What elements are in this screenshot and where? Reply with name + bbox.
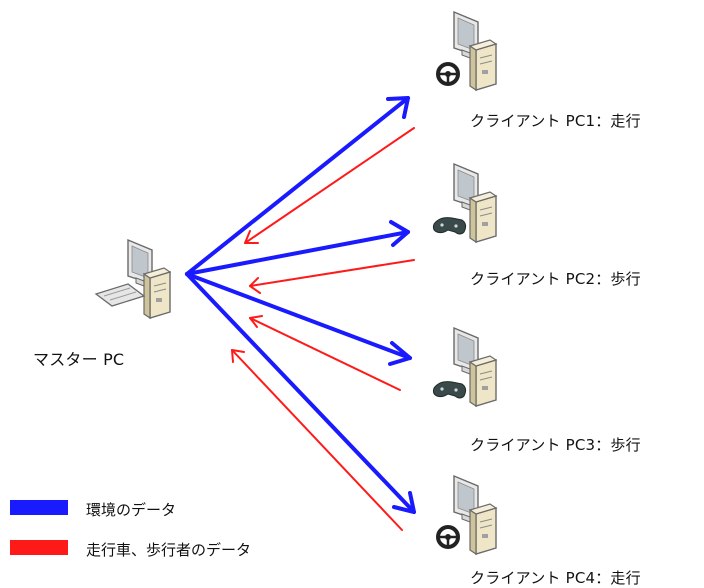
data-arrow-from-pc1 bbox=[244, 127, 415, 244]
environment-arrow-to-pc2 bbox=[185, 220, 410, 276]
gamepad-icon bbox=[432, 381, 467, 399]
legend-label-vehicle-pedestrian: 走行車、歩行者のデータ bbox=[86, 541, 252, 559]
legend-swatch-environment bbox=[10, 500, 68, 515]
client-pc4-label: クライアント PC4：走行 bbox=[470, 569, 641, 587]
legend-label-environment: 環境のデータ bbox=[86, 501, 177, 519]
client-pc2-icon bbox=[432, 163, 497, 243]
client-pc1-icon bbox=[436, 11, 497, 91]
steering-wheel-icon bbox=[436, 62, 460, 86]
data-arrow-from-pc4 bbox=[231, 349, 403, 531]
environment-arrow-to-pc1 bbox=[185, 96, 410, 276]
client-pc1-label: クライアント PC1：走行 bbox=[470, 112, 641, 130]
data-arrow-from-pc2 bbox=[249, 259, 415, 294]
legend-swatch-vehicle-pedestrian bbox=[10, 540, 68, 555]
master-pc-icon bbox=[94, 239, 171, 319]
environment-arrow-to-pc3 bbox=[185, 272, 412, 366]
master-pc-label: マスター PC bbox=[33, 350, 125, 369]
steering-wheel-icon bbox=[436, 525, 460, 549]
gamepad-icon bbox=[432, 217, 467, 235]
client-pc4-icon bbox=[436, 475, 497, 555]
client-pc3-label: クライアント PC3：歩行 bbox=[470, 436, 641, 454]
client-pc3-icon bbox=[432, 327, 497, 407]
data-arrow-from-pc3 bbox=[249, 315, 401, 391]
client-pc2-label: クライアント PC2：歩行 bbox=[470, 270, 641, 288]
environment-arrow-to-pc4 bbox=[185, 272, 416, 514]
